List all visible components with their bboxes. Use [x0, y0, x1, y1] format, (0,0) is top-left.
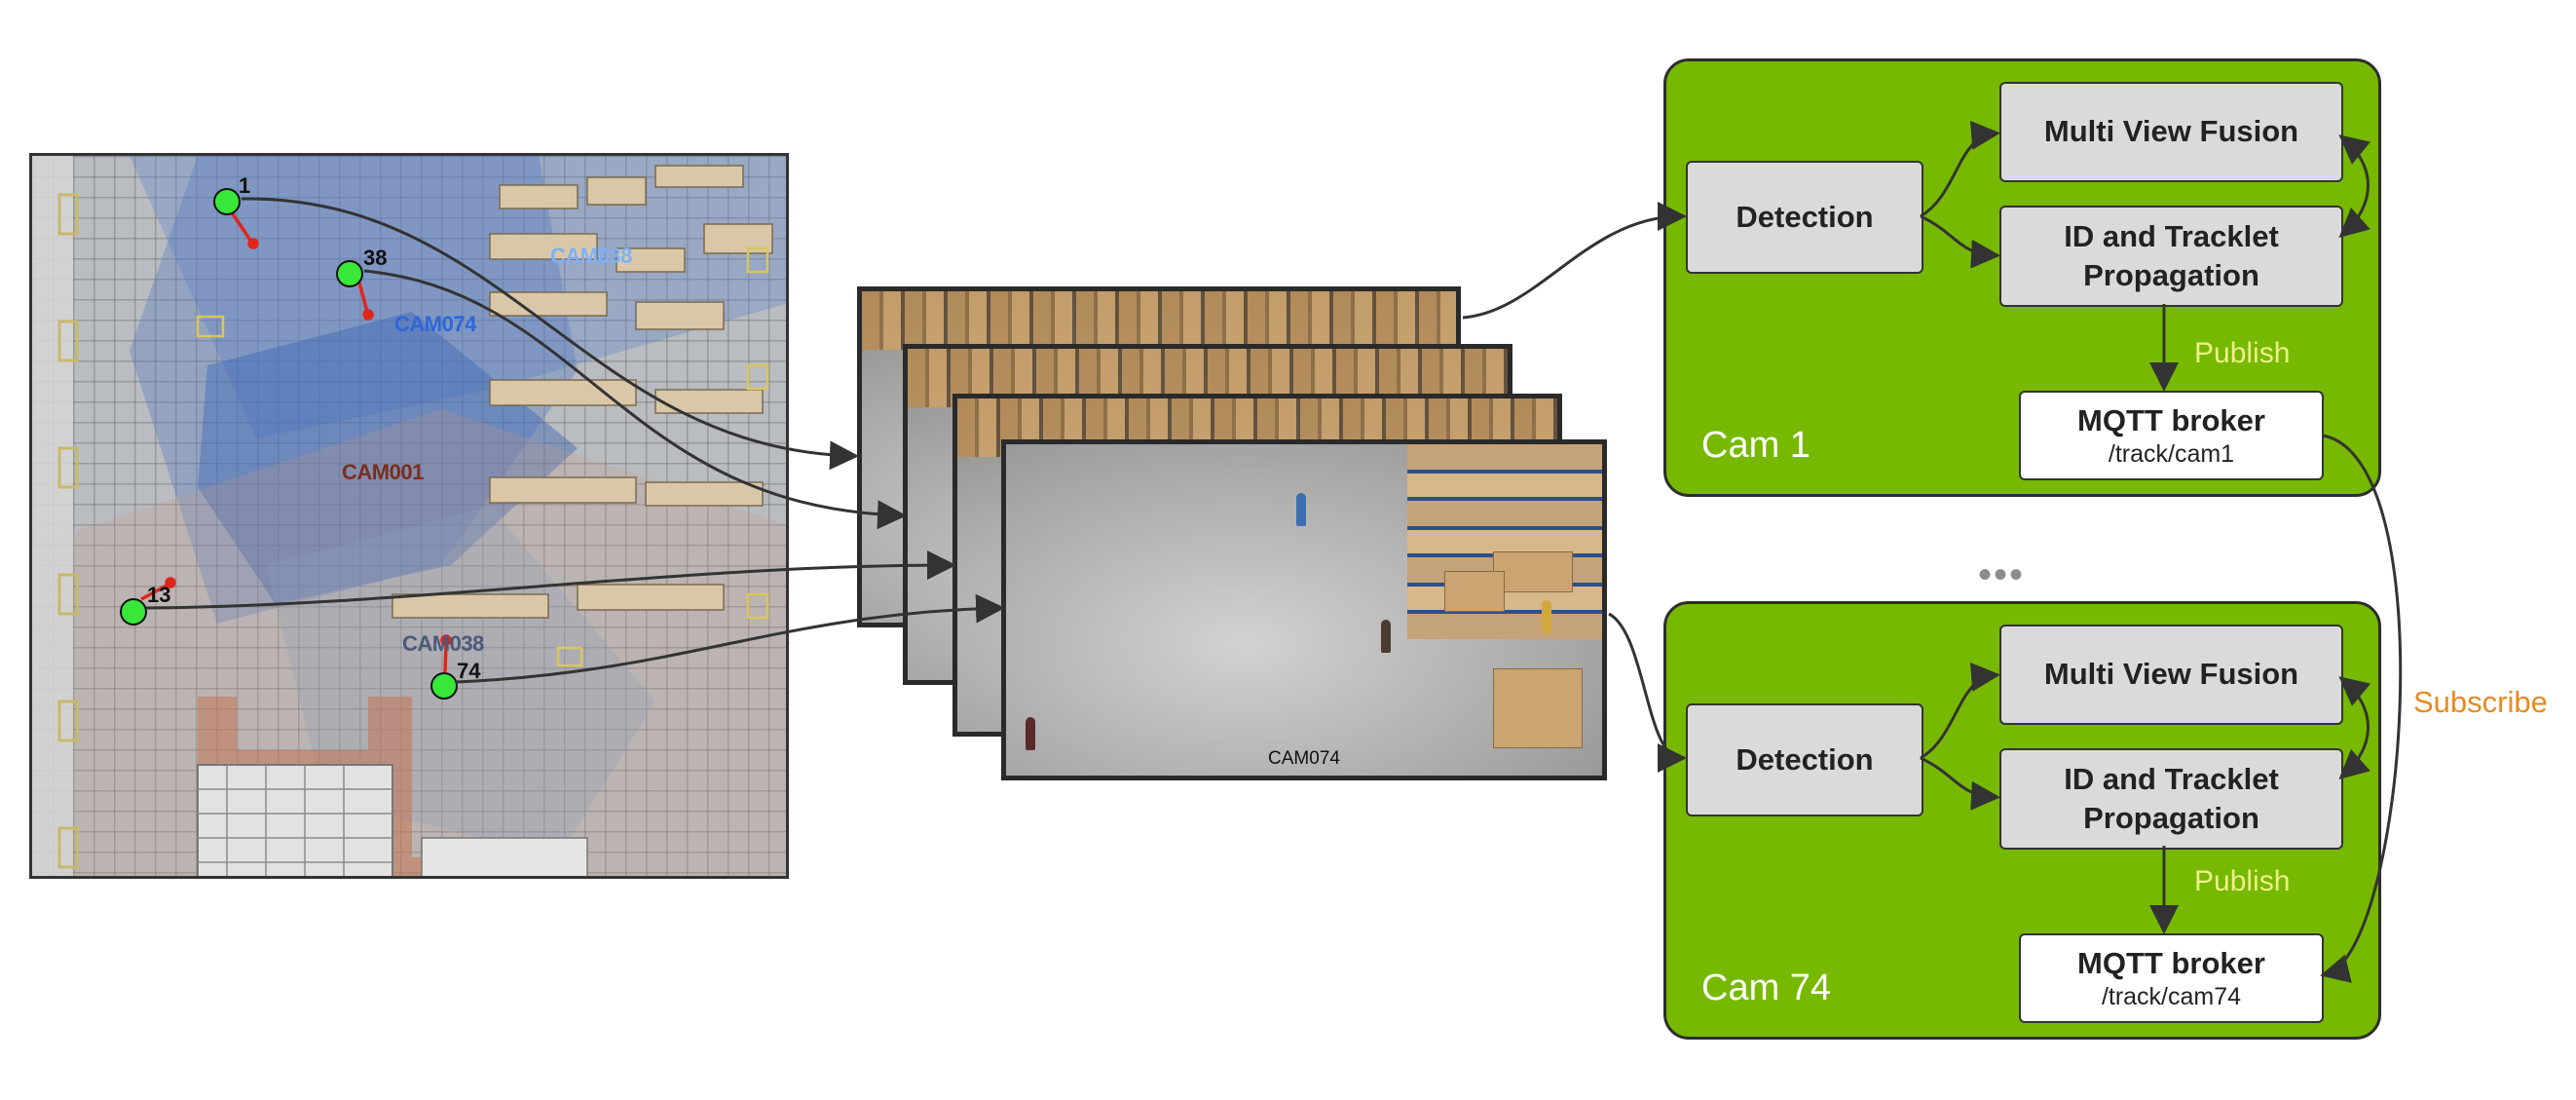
person-marker-74	[430, 672, 458, 700]
multi-view-fusion-box-cam1: Multi View Fusion	[1999, 82, 2343, 182]
camera-label-faded: CAM038	[550, 244, 632, 268]
tracklet-label-line2: Propagation	[2083, 258, 2259, 292]
link-subscribe	[2320, 434, 2403, 983]
person-marker-38	[336, 260, 363, 287]
link-marker38-frame	[363, 269, 907, 530]
marker-label-1: 1	[239, 173, 251, 198]
mqtt-broker-box-cam74: MQTT broker /track/cam74	[2019, 933, 2324, 1023]
broker-title: MQTT broker	[2077, 945, 2265, 980]
detection-box-cam74: Detection	[1686, 703, 1923, 816]
camera-frame-cam74: CAM074	[1001, 439, 1607, 780]
publish-label-cam74: Publish	[2194, 865, 2291, 897]
link-marker1-frame	[241, 197, 859, 471]
more-cameras-ellipsis: •••	[1978, 553, 2026, 596]
link-detection-fusion-cam1	[1920, 120, 2000, 218]
person-marker-1	[213, 188, 241, 215]
panel-label-cam74: Cam 74	[1701, 967, 1832, 1008]
link-frame-detection-cam74	[1608, 612, 1687, 773]
broker-title: MQTT broker	[2077, 402, 2265, 437]
link-detection-tracklet-cam1	[1920, 214, 2000, 269]
tracklet-label-line1: ID and Tracklet	[2064, 218, 2279, 253]
tracklet-label-line1: ID and Tracklet	[2064, 761, 2279, 796]
camera-label-cam038: CAM038	[402, 631, 484, 656]
mqtt-broker-box-cam1: MQTT broker /track/cam1	[2019, 391, 2324, 480]
broker-topic: /track/cam1	[2108, 439, 2235, 468]
pipeline-panel-cam1: Detection Multi View Fusion ID and Track…	[1663, 58, 2381, 497]
link-detection-tracklet-cam74	[1920, 756, 2000, 811]
detection-box-cam1: Detection	[1686, 161, 1923, 274]
link-fusion-tracklet-cam74	[2338, 676, 2371, 779]
publish-label-cam1: Publish	[2194, 337, 2291, 369]
link-frame-detection-cam1	[1462, 202, 1687, 320]
subscribe-label: Subscribe	[2413, 685, 2548, 719]
marker-label-74: 74	[457, 659, 481, 683]
link-fusion-tracklet-cam1	[2338, 134, 2371, 238]
camera-label-cam074: CAM074	[394, 312, 476, 336]
panel-label-cam1: Cam 1	[1701, 425, 1811, 466]
tracklet-box-cam74: ID and Tracklet Propagation	[1999, 748, 2343, 850]
camera-frame-caption: CAM074	[1268, 748, 1340, 769]
pipeline-panel-cam74: Detection Multi View Fusion ID and Track…	[1663, 601, 2381, 1040]
marker-label-38: 38	[363, 246, 388, 270]
tracklet-box-cam1: ID and Tracklet Propagation	[1999, 206, 2343, 307]
camera-label-cam001: CAM001	[342, 460, 424, 484]
tracklet-label-line2: Propagation	[2083, 801, 2259, 835]
multi-view-fusion-box-cam74: Multi View Fusion	[1999, 625, 2343, 725]
link-marker74-frame	[455, 593, 1005, 684]
marker-label-13: 13	[147, 583, 171, 607]
link-marker13-frame	[145, 550, 956, 610]
person-marker-13	[120, 598, 147, 626]
broker-topic: /track/cam74	[2101, 982, 2242, 1010]
link-detection-fusion-cam74	[1920, 662, 2000, 760]
